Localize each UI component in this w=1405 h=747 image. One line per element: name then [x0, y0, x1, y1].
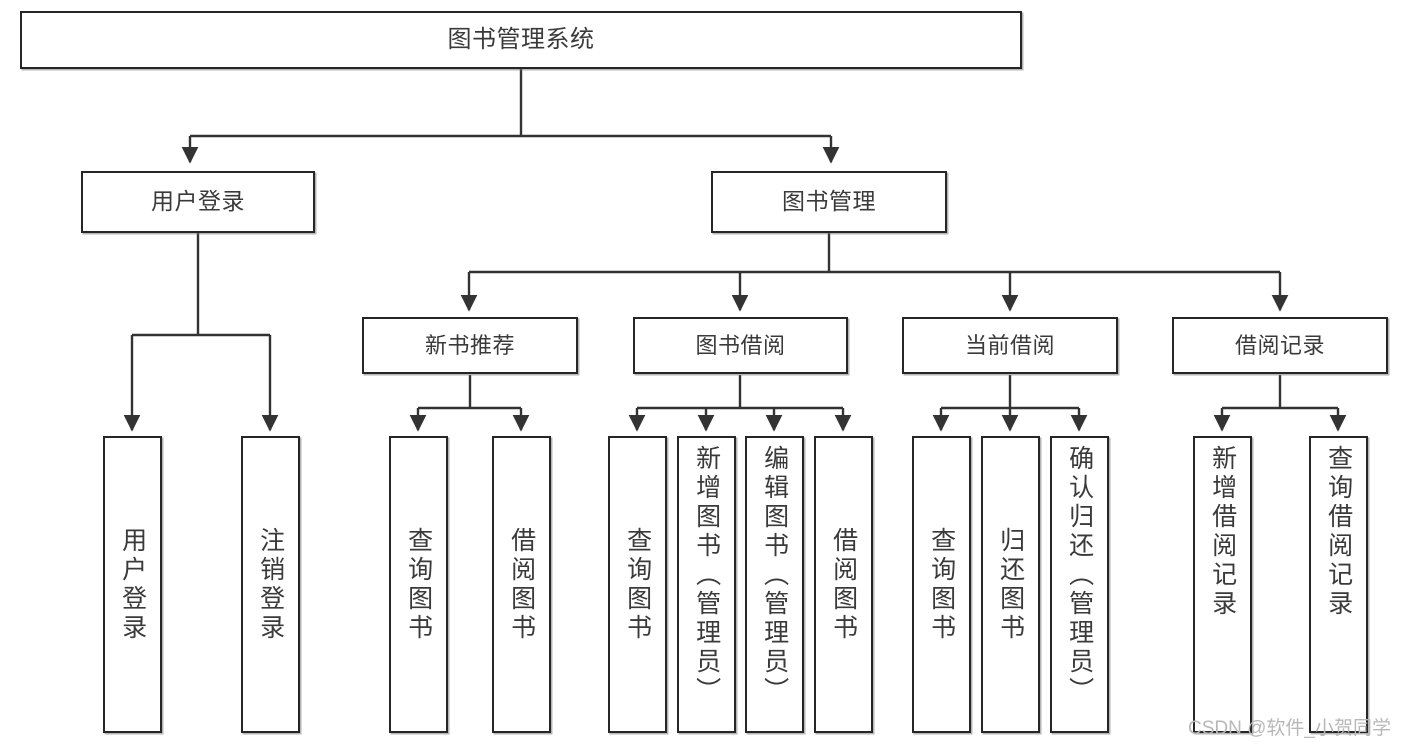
leaf-query-book-1[interactable]: 查询图书	[389, 436, 448, 733]
leaf-add-book-label: 新增图书（管理员）	[692, 445, 721, 706]
node-user-login-label: 用户登录	[151, 188, 245, 215]
node-borrow-record-label: 借阅记录	[1234, 332, 1325, 358]
leaf-user-login[interactable]: 用户登录	[103, 436, 162, 733]
leaf-return-book-label: 归还图书	[996, 526, 1025, 643]
csdn-watermark: CSDN @软件_小贺同学	[1188, 718, 1391, 739]
node-book-management-label: 图书管理	[782, 188, 876, 215]
leaf-edit-book-label: 编辑图书（管理员）	[760, 445, 789, 706]
leaf-edit-book[interactable]: 编辑图书（管理员）	[745, 436, 804, 733]
node-root-label: 图书管理系统	[447, 25, 595, 53]
node-current-borrow[interactable]: 当前借阅	[902, 317, 1118, 374]
leaf-return-book[interactable]: 归还图书	[981, 436, 1040, 733]
node-book-management[interactable]: 图书管理	[711, 171, 947, 233]
node-book-borrow-label: 图书借阅	[695, 332, 786, 358]
leaf-borrow-book-1-label: 借阅图书	[507, 526, 536, 643]
leaf-add-borrow-record[interactable]: 新增借阅记录	[1193, 436, 1252, 733]
node-book-borrow[interactable]: 图书借阅	[633, 317, 848, 374]
leaf-borrow-book-2-label: 借阅图书	[829, 526, 858, 643]
leaf-query-book-2[interactable]: 查询图书	[608, 436, 667, 733]
leaf-borrow-book-2[interactable]: 借阅图书	[814, 436, 873, 733]
leaf-query-book-1-label: 查询图书	[404, 526, 433, 643]
leaf-query-book-3-label: 查询图书	[927, 526, 956, 643]
leaf-user-login-label: 用户登录	[118, 526, 147, 643]
node-root[interactable]: 图书管理系统	[20, 11, 1022, 69]
node-borrow-record[interactable]: 借阅记录	[1172, 317, 1388, 374]
leaf-query-book-2-label: 查询图书	[623, 526, 652, 643]
node-new-book-recommend-label: 新书推荐	[424, 332, 515, 358]
leaf-logout-login[interactable]: 注销登录	[241, 436, 300, 733]
leaf-add-borrow-record-label: 新增借阅记录	[1208, 445, 1237, 619]
leaf-query-borrow-record-label: 查询借阅记录	[1324, 445, 1353, 619]
node-user-login[interactable]: 用户登录	[81, 171, 315, 233]
leaf-add-book[interactable]: 新增图书（管理员）	[677, 436, 736, 733]
node-new-book-recommend[interactable]: 新书推荐	[362, 317, 578, 374]
leaf-logout-login-label: 注销登录	[256, 526, 285, 643]
node-current-borrow-label: 当前借阅	[964, 332, 1055, 358]
leaf-confirm-return-label: 确认归还（管理员）	[1065, 445, 1094, 706]
leaf-borrow-book-1[interactable]: 借阅图书	[492, 436, 551, 733]
leaf-query-borrow-record[interactable]: 查询借阅记录	[1309, 436, 1368, 733]
leaf-confirm-return[interactable]: 确认归还（管理员）	[1050, 436, 1109, 733]
leaf-query-book-3[interactable]: 查询图书	[912, 436, 971, 733]
